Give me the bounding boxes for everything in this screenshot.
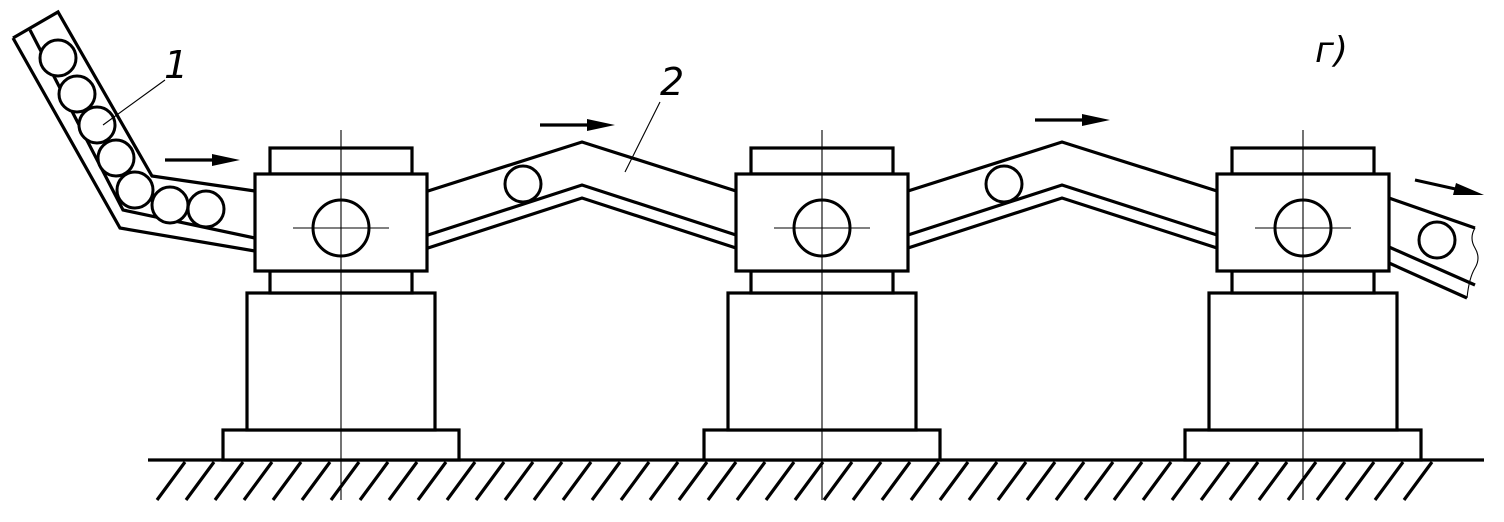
hatch-line [648,461,680,501]
hatch-line [1257,461,1289,501]
hatch-line [938,461,970,501]
hatch-line [329,461,361,501]
hatch-line [1025,461,1057,501]
hatch-line [1228,461,1260,501]
hatch-line [1141,461,1173,501]
hatch-line [271,461,303,501]
hatch-line [880,461,912,501]
machine-2 [702,130,942,500]
hatch-line [793,461,825,501]
hatch-line [996,461,1028,501]
flow-arrow-1 [165,154,240,166]
hatch-line [1170,461,1202,501]
hatch-line [155,461,187,501]
hatch-line [1054,461,1086,501]
machines [221,130,1423,500]
panel-letter: г) [1315,30,1348,71]
hatch-line [706,461,738,501]
hatch-line [967,461,999,501]
hatch-line [822,461,854,501]
transfer-tray-1 [427,140,737,250]
transfer-ball-2 [984,164,1024,204]
hatch-line [590,461,622,501]
transfer-ball-1 [503,164,543,204]
hatch-line [213,461,245,501]
hatch-line [1344,461,1376,501]
callout-2-leader [624,101,661,173]
machine-1 [221,130,461,500]
hatch-line [909,461,941,501]
hatch-line [1083,461,1115,501]
hatch-line [532,461,564,501]
hatch-line [764,461,796,501]
exit-tray [1388,196,1479,300]
inclined-magazine [11,9,256,253]
flow-arrow-4 [1414,178,1484,195]
hatch-line [1199,461,1231,501]
hatch-line [677,461,709,501]
hatch-line [619,461,651,501]
hatch-line [1315,461,1347,501]
hatch-line [735,461,767,501]
hatch-line [851,461,883,501]
callout-2-label: 2 [660,60,684,104]
machine-3 [1183,130,1423,500]
magazine-balls [38,38,226,229]
hatch-line [1112,461,1144,501]
hatch-line [358,461,390,501]
callout-1-leader [102,79,166,126]
hatch-line [184,461,216,501]
callout-1-label: 1 [164,43,188,87]
hatch-line [1286,461,1318,501]
hatch-line [416,461,448,501]
ground-hatching [155,461,1434,501]
hatch-line [387,461,419,501]
flow-arrows [165,114,1484,195]
hatch-line [242,461,274,501]
hatch-line [474,461,506,501]
hatch-line [445,461,477,501]
flow-arrow-3 [1035,114,1110,126]
hatch-line [503,461,535,501]
hatch-line [1373,461,1405,501]
hatch-line [300,461,332,501]
exit-ball [1417,220,1457,260]
flow-arrow-2 [540,119,615,131]
ground [148,458,1484,501]
hatch-line [561,461,593,501]
hatch-line [1402,461,1434,501]
transfer-tray-2 [907,140,1218,250]
